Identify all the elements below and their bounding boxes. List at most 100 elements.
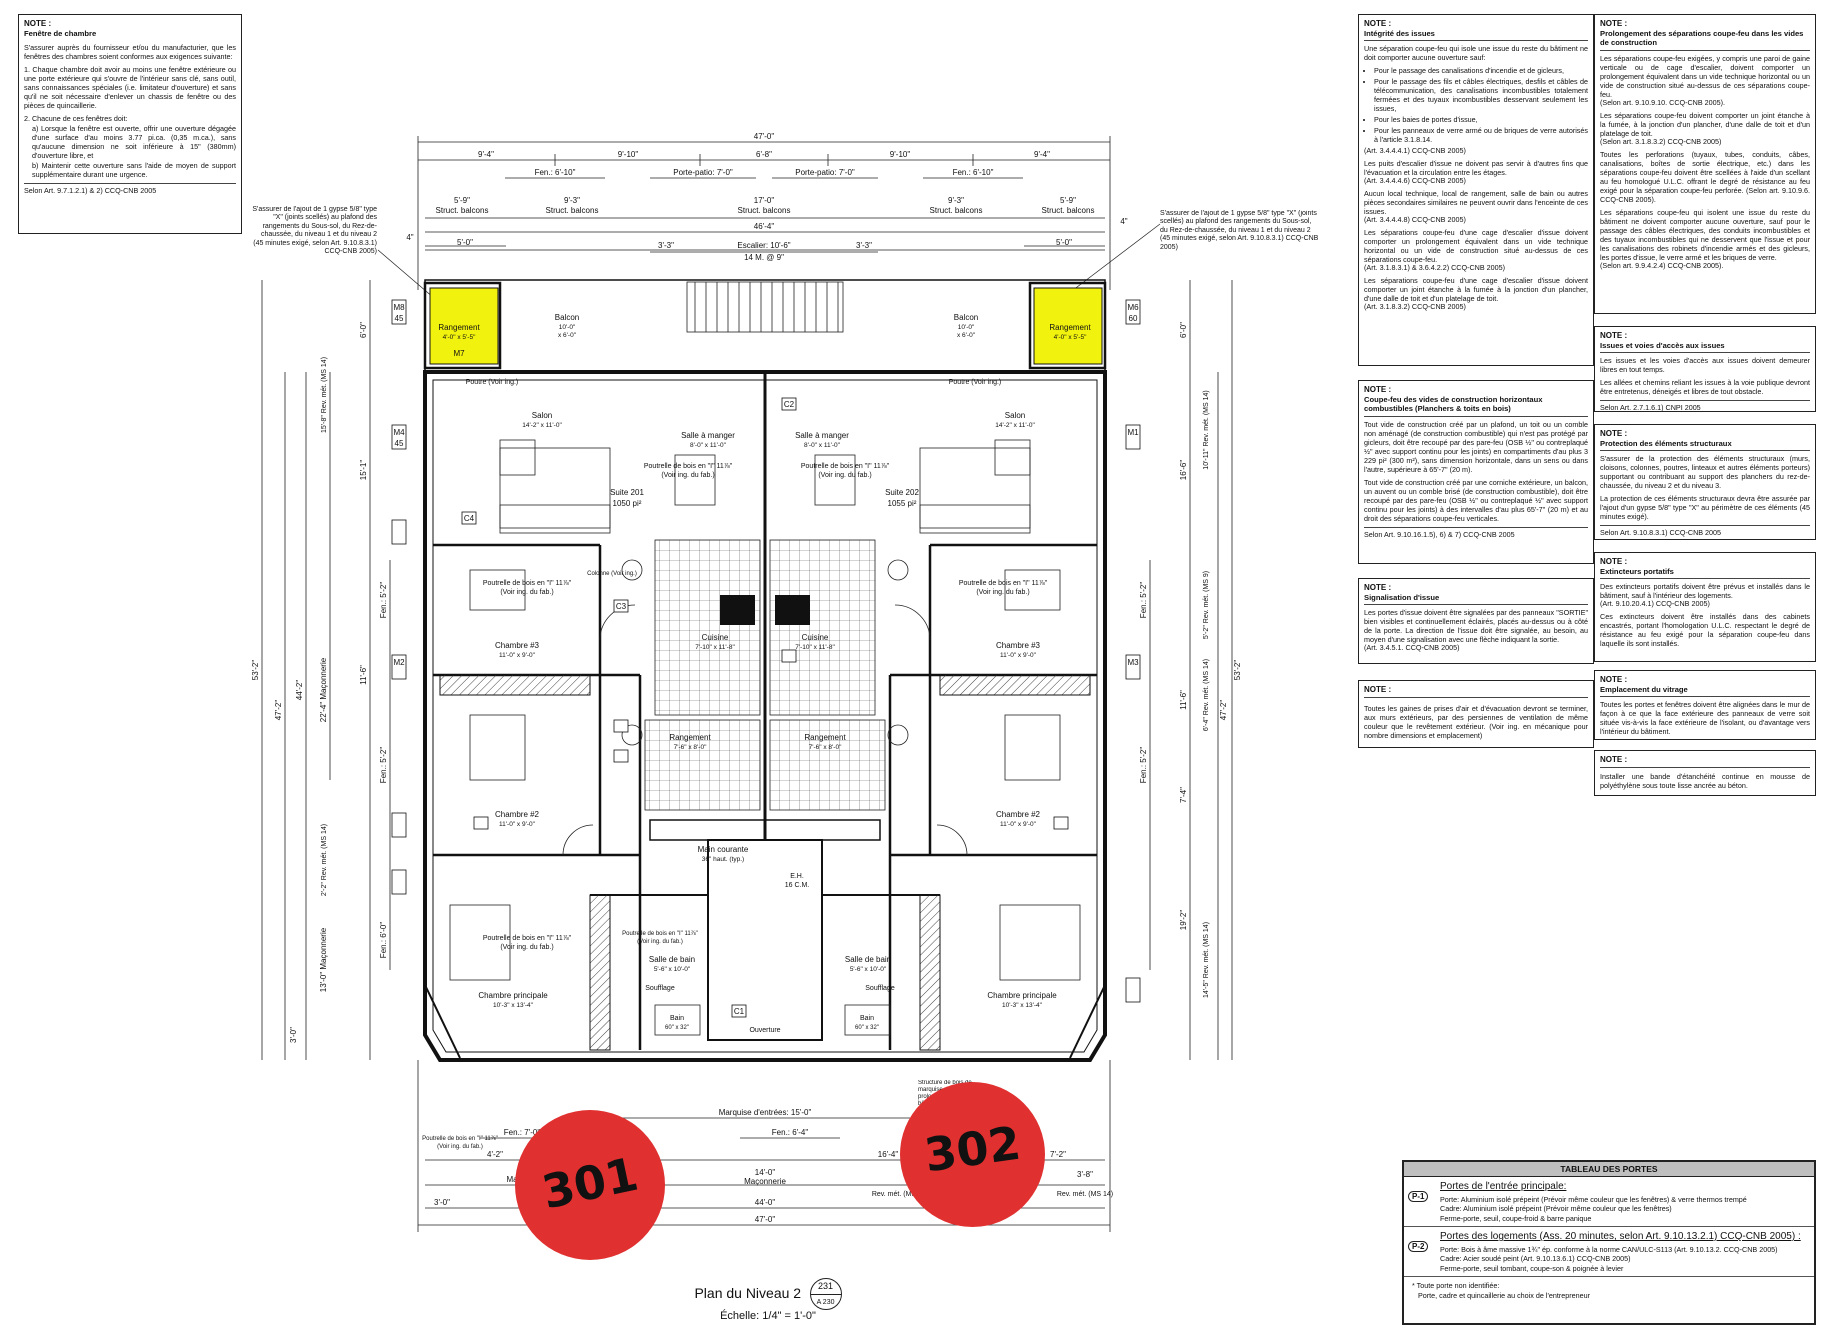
room-cuisine-right-dim: 7'-10" x 11'-8" [795, 644, 835, 651]
dim-left-mid1: 47'-2" [274, 700, 283, 721]
tag-m1: M1 [1127, 428, 1139, 437]
note-title: Intégrité des issues [1364, 29, 1588, 42]
dim-right-fen1: Fen.: 5'-2" [1139, 582, 1148, 619]
dim-struct-1-label: Struct. balcons [436, 206, 489, 215]
room-rangement-center-right-dim: 7'-6" x 8'-0" [809, 744, 842, 751]
dim-left-fen1: Fen.: 5'-2" [379, 582, 388, 619]
note-heading: NOTE : [1600, 675, 1628, 684]
stamp-302-text: 302 [921, 1115, 1024, 1183]
note-ref: (Selon art. 9.10.9.10. CCQ-CNB 2005). [1600, 97, 1726, 107]
dim-struct-3: 17'-0" [754, 196, 775, 205]
beam-1-ref: (Voir ing. du fab.) [661, 472, 714, 479]
note-ref: (Art. 3.4.5.1. CCQ-CNB 2005) [1364, 643, 1460, 653]
note-ref: (Art. 3.4.4.4.1) CCQ-CNB 2005) [1364, 146, 1466, 156]
dim-right-revmet4: 14'-5" Rev. mét. (MS 14) [1203, 922, 1210, 998]
stamp-301: 301 [515, 1110, 665, 1260]
room-salon-left: Salon [532, 411, 552, 420]
suite-201-area: 1050 pi² [613, 499, 642, 508]
room-balcon-right-dim1: 10'-0" [958, 324, 975, 331]
note-bullets: Pour le passage des canalisations d'ince… [1374, 66, 1588, 144]
beam-4: Poutrelle de bois en "I" 11⅞" [959, 580, 1048, 587]
dim-corner-left: 4" [406, 233, 413, 242]
dim-left-d3: 11'-6" [359, 665, 368, 685]
colonne-label: Colonne (Voir ing.) [587, 571, 637, 577]
door-header-p1: Portes de l'entrée principale: [1440, 1181, 1567, 1192]
beam-5: Poutrelle de bois en "I" 11⅞" [483, 935, 572, 942]
note-voies-acces: NOTE : Issues et voies d'accès aux issue… [1594, 326, 1816, 412]
note-text: Tout vide de construction créé par un pl… [1364, 419, 1588, 474]
door-code-p1: P-1 [1408, 1191, 1429, 1202]
note-text: Installer une bande d'étanchéité continu… [1600, 772, 1810, 790]
dim-left-d2: 15'-1" [359, 460, 368, 481]
note-ref: Selon Art. 9.7.1.2.1) & 2) CCQ-CNB 2005 [24, 183, 236, 195]
note-text: Toutes les portes et fenêtres doivent êt… [1600, 700, 1810, 737]
dim-left-fen3: Fen.: 6'-0" [379, 922, 388, 959]
dim-bottom-fen-left: Fen.: 7'-0" [504, 1128, 541, 1137]
room-balcon-left-dim2: x 6'-0" [558, 332, 577, 339]
note-bullet: Pour les panneaux de verre armé ou de br… [1374, 126, 1588, 144]
beam-3-ref: (Voir ing. du fab.) [500, 589, 553, 596]
note-text: La protection de ces éléments structurau… [1600, 494, 1810, 522]
stamp-302: 302 [900, 1082, 1045, 1227]
dim-left-maconnerie: 22'-4" Maçonnerie [319, 657, 328, 722]
note-gaines: NOTE : Toutes les gaines de prises d'air… [1358, 680, 1594, 748]
room-rangement-center-left-dim: 7'-6" x 8'-0" [674, 744, 707, 751]
door-porte-p1: Porte: Aluminium isolé prépeint (Prévoir… [1440, 1195, 1747, 1204]
door-porte-p2: Porte: Bois à âme massive 1¾" ép. confor… [1440, 1245, 1778, 1255]
door-row-p2: P-2 Portes des logements (Ass. 20 minute… [1404, 1227, 1814, 1278]
note-heading: NOTE : [1600, 429, 1628, 438]
tag-m3: M3 [1127, 658, 1139, 667]
room-ch2-left-dim: 11'-0" x 9'-0" [499, 821, 536, 828]
room-ch2-left: Chambre #2 [495, 810, 540, 819]
door-quinc-p1: Ferme-porte, seuil, coupe-froid & barre … [1440, 1213, 1592, 1223]
room-rangement-right: Rangement [1049, 323, 1091, 332]
note-bullet: Pour le passage des fils et câbles élect… [1374, 77, 1588, 113]
wall-tags [391, 299, 1141, 1018]
dim-struct-5-label: Struct. balcons [1042, 206, 1095, 215]
door-row-p1: P-1 Portes de l'entrée principale: Porte… [1404, 1177, 1814, 1228]
note-text: a) Lorsque la fenêtre est ouverte, offri… [32, 124, 236, 161]
beam-2-ref: (Voir ing. du fab.) [818, 472, 871, 479]
suite-201: Suite 201 [610, 488, 644, 497]
note-title: Prolongement des séparations coupe-feu d… [1600, 29, 1810, 51]
note-prolongement: NOTE : Prolongement des séparations coup… [1594, 14, 1816, 314]
right-dimensions [1149, 280, 1233, 1060]
note-text: Les issues et les voies d'accès aux issu… [1600, 356, 1810, 375]
note-heading: NOTE : [1600, 755, 1810, 768]
room-cuisine-left-dim: 7'-10" x 11'-8" [695, 644, 735, 651]
note-heading: NOTE : [1600, 331, 1628, 340]
dim-bottom-inner: 44'-0" [755, 1198, 776, 1207]
note-text: Ces extincteurs doivent être installés d… [1600, 612, 1810, 649]
note-vitrage: NOTE : Emplacement du vitrage Toutes les… [1594, 670, 1816, 740]
note-text: Tout vide de construction créé par une c… [1364, 477, 1588, 523]
dim-struct-5: 5'-9" [1060, 196, 1076, 205]
main-courante-height: 36" haut. (typ.) [702, 856, 744, 863]
note-text: 2. Chacune de ces fenêtres doit: [24, 114, 128, 124]
drawing-scale: Échelle: 1/4" = 1'-0" [720, 1310, 816, 1322]
note-title: Coupe-feu des vides de construction hori… [1364, 395, 1588, 417]
note-text: b) Maintenir cette ouverture sans l'aide… [32, 161, 236, 180]
door-table: TABLEAU DES PORTES P-1 Portes de l'entré… [1402, 1160, 1816, 1325]
dim-left-fen2: Fen.: 5'-2" [379, 747, 388, 784]
tag-c3: C3 [616, 602, 627, 611]
dim-overall-top: 47'-0" [754, 132, 775, 141]
note-text: Les portes d'issue doivent être signalée… [1364, 608, 1588, 645]
note-text: S'assurer auprès du fournisseur et/ou du… [24, 43, 236, 62]
stair-top [686, 281, 844, 333]
dim-left-d1: 6'-0" [359, 322, 368, 338]
note-ref: (Selon art. 3.1.8.3.2) CCQ-CNB 2005) [1600, 136, 1722, 146]
dim-bottom-revmet-mid: Rev. mét. (MS 14) [872, 1191, 928, 1198]
room-rangement-center-right: Rangement [804, 733, 846, 742]
note-text: Les séparations coupe-feu d'une cage d'e… [1364, 228, 1588, 265]
room-bain-left: Bain [670, 1015, 684, 1022]
note-bullet: Pour les baies de portes d'issue, [1374, 115, 1588, 124]
rangement-highlight [429, 287, 1103, 365]
note-ref: Selon Art. 9.10.8.3.1) CCQ-CNB 2005 [1600, 525, 1810, 537]
note-heading: NOTE : [1600, 19, 1628, 28]
room-sam-left: Salle à manger [681, 431, 735, 440]
door-table-title: TABLEAU DES PORTES [1404, 1162, 1814, 1177]
beam-7: Poutrelle de bois en "I" 11⅞" [422, 1136, 498, 1142]
drawing-title: Plan du Niveau 2 231 A 230 Échelle: 1/4"… [688, 1278, 848, 1328]
note-title: Protection des éléments structuraux [1600, 439, 1810, 452]
note-elements-structuraux: NOTE : Protection des éléments structura… [1594, 424, 1816, 540]
